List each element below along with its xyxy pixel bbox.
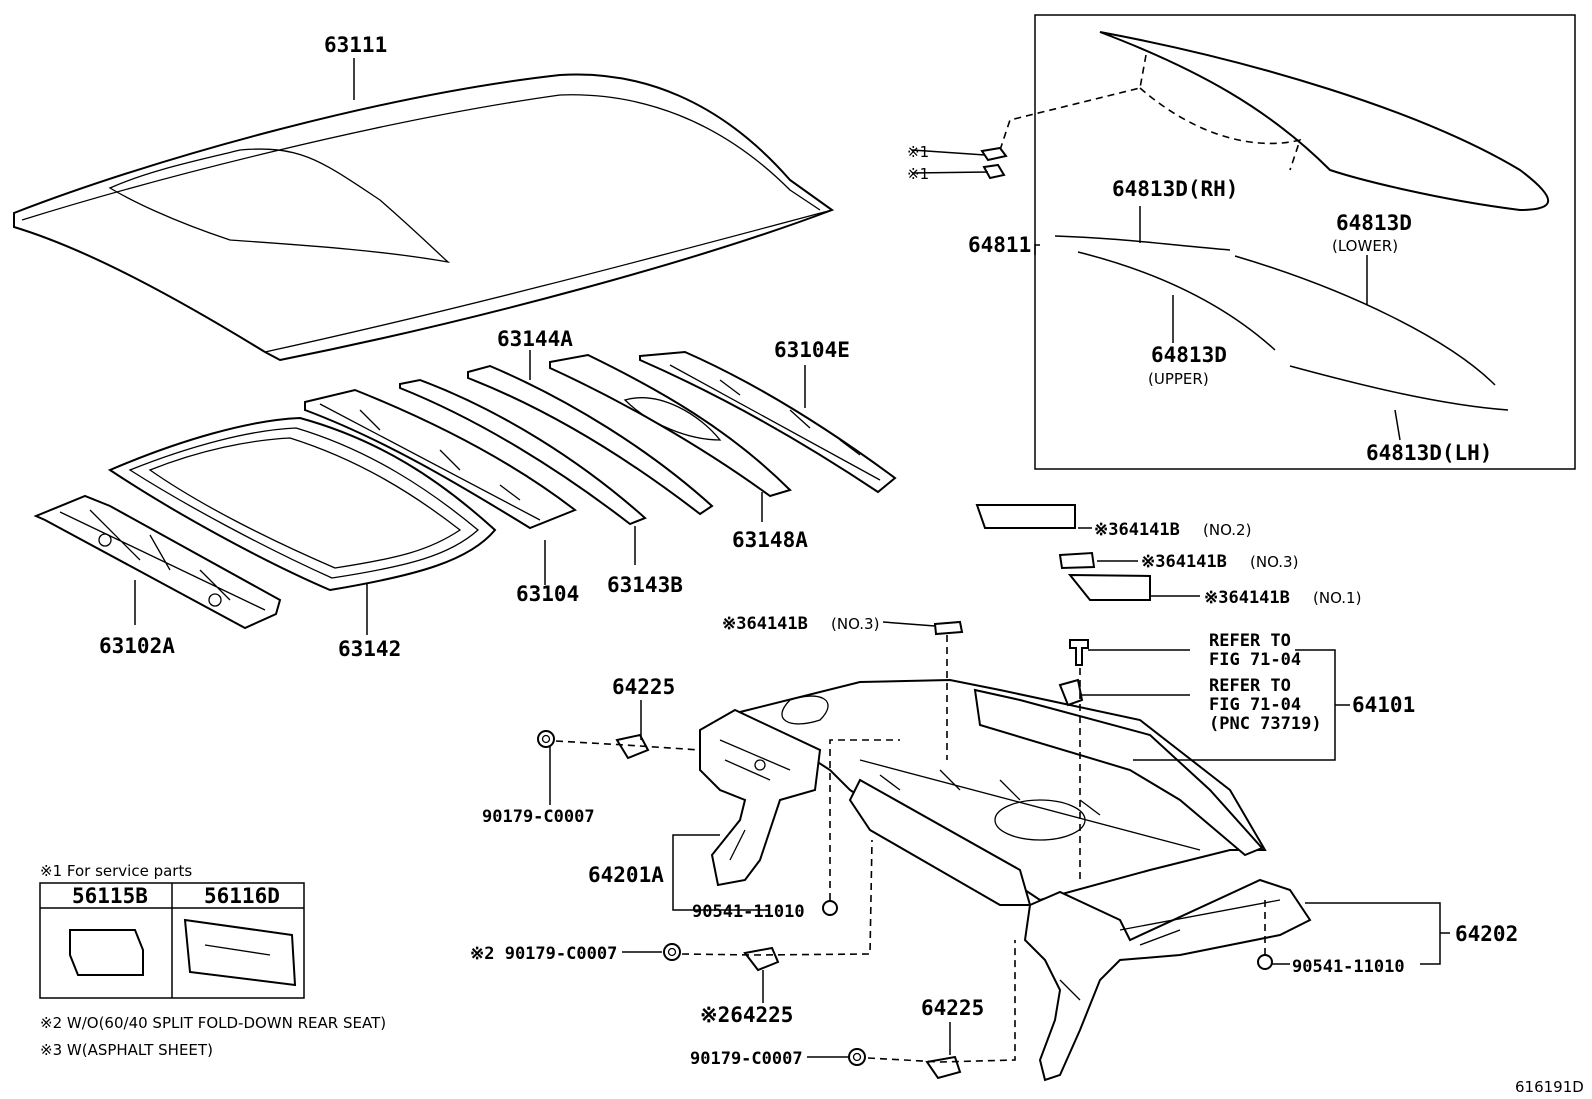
service-clip-1[interactable] <box>980 146 1008 162</box>
side-panel-64201a[interactable] <box>699 708 822 887</box>
label-64813d-lh: 64813D(LH) <box>1366 441 1492 465</box>
plug-left[interactable] <box>822 900 838 916</box>
label-sheet-no1: ※364141B <box>1204 588 1290 608</box>
label-63104e: 63104E <box>774 338 850 362</box>
label-63143b: 63143B <box>607 573 683 597</box>
label-64225-upper: 64225 <box>612 675 675 699</box>
sheet-no2[interactable] <box>975 504 1076 529</box>
label-sheet-no2: ※364141B <box>1094 520 1180 540</box>
legend-col2: 56116D <box>204 884 280 908</box>
label-64101: 64101 <box>1352 693 1415 717</box>
label-64225-mid: ※264225 <box>700 1003 793 1027</box>
label-plug-left: 90541-11010 <box>692 902 805 922</box>
molding-lower[interactable] <box>1234 255 1496 386</box>
label-nut-upper: 90179-C0007 <box>482 807 595 827</box>
label-nut-lower: 90179-C0007 <box>690 1049 803 1069</box>
label-nut-mid: ※2 90179-C0007 <box>470 944 617 964</box>
label-64813d-upper: 64813D <box>1151 343 1227 367</box>
label-64811: 64811 <box>968 233 1031 257</box>
bolt[interactable] <box>1069 639 1089 666</box>
legend-note2: ※2 W/O(60/40 SPLIT FOLD-DOWN REAR SEAT) <box>40 1014 386 1032</box>
roof-bow-63104[interactable] <box>304 388 578 530</box>
label-64813d-rh: 64813D(RH) <box>1112 177 1238 201</box>
label-refer1-l1: REFER TO <box>1209 631 1291 651</box>
legend-service-note: ※1 For service parts <box>40 862 192 880</box>
label-refer2-l2: FIG 71-04 <box>1209 695 1301 715</box>
label-refer2-l3: (PNC 73719) <box>1209 714 1322 734</box>
label-sheet-no3-b: ※364141B <box>722 614 808 634</box>
label-sheet-no1-sub: (NO.1) <box>1313 589 1361 607</box>
roof-bow-63143B[interactable] <box>399 378 647 526</box>
service-clip-2[interactable] <box>982 163 1006 180</box>
bracket-64225-lower[interactable] <box>925 1055 962 1080</box>
bracket-64225-mid[interactable] <box>743 946 780 972</box>
roof-rear-63104E[interactable] <box>639 350 897 494</box>
label-63144a: 63144A <box>497 327 573 351</box>
bracket-64225-upper[interactable] <box>615 733 650 760</box>
label-64201a: 64201A <box>588 863 664 887</box>
service-parts-legend <box>39 882 305 999</box>
rear-window-glass[interactable] <box>1099 31 1550 212</box>
label-mark1b: ※1 <box>907 165 929 183</box>
nut-lower[interactable] <box>848 1048 866 1066</box>
nut-mid[interactable] <box>663 943 681 961</box>
window-inset-box <box>1034 14 1576 470</box>
package-tray-panel[interactable] <box>737 678 1267 906</box>
molding-upper[interactable] <box>1077 251 1276 351</box>
nut-upper[interactable] <box>537 730 555 748</box>
front-header[interactable] <box>33 494 282 630</box>
sheet-no1[interactable] <box>1067 573 1151 601</box>
label-sheet-no3-sub: (NO.3) <box>1250 553 1298 571</box>
legend-note3: ※3 W(ASPHALT SHEET) <box>40 1041 213 1059</box>
label-refer1-l2: FIG 71-04 <box>1209 650 1301 670</box>
figure-id: 616191D <box>1515 1078 1584 1096</box>
label-sheet-no3-b-sub: (NO.3) <box>831 615 879 633</box>
label-64202: 64202 <box>1455 922 1518 946</box>
label-lower: (LOWER) <box>1332 237 1398 255</box>
legend-col1: 56115B <box>72 884 148 908</box>
side-panel-64202[interactable] <box>1023 878 1312 1082</box>
label-upper: (UPPER) <box>1148 370 1209 388</box>
sheet-no3[interactable] <box>1058 551 1096 570</box>
molding-rh[interactable] <box>1054 235 1231 251</box>
molding-lh[interactable] <box>1289 365 1509 411</box>
roof-panel[interactable] <box>13 73 835 362</box>
label-63148a: 63148A <box>732 528 808 552</box>
label-63102a: 63102A <box>99 634 175 658</box>
label-sheet-no2-sub: (NO.2) <box>1203 521 1251 539</box>
label-63142: 63142 <box>338 637 401 661</box>
label-plug-right: 90541-11010 <box>1292 957 1405 977</box>
label-sheet-no3: ※364141B <box>1141 552 1227 572</box>
roof-bow-63144A[interactable] <box>467 364 714 516</box>
label-refer2-l1: REFER TO <box>1209 676 1291 696</box>
plug-right[interactable] <box>1257 954 1273 970</box>
label-mark1a: ※1 <box>907 143 929 161</box>
label-63104: 63104 <box>516 582 579 606</box>
roof-bow-63148A[interactable] <box>549 353 792 498</box>
sunroof-reinforcement[interactable] <box>107 416 497 592</box>
sheet-no3-b[interactable] <box>933 620 964 636</box>
label-63111: 63111 <box>324 33 387 57</box>
label-64225-lower: 64225 <box>921 996 984 1020</box>
clip[interactable] <box>1058 678 1084 707</box>
label-64813d-lower: 64813D <box>1336 211 1412 235</box>
